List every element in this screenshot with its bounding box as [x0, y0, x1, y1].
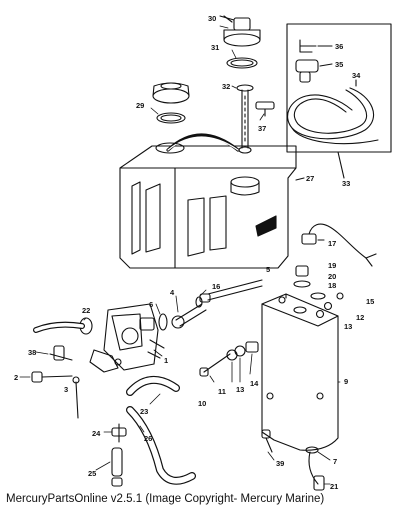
hose-connector-barb — [299, 71, 311, 83]
callout-27: 27 — [306, 174, 314, 183]
gasket-6 — [158, 313, 168, 331]
hose-connector — [295, 59, 319, 73]
callout-33: 33 — [342, 179, 350, 188]
fitting-37 — [255, 101, 275, 117]
callout-16: 16 — [212, 282, 220, 291]
callout-22: 22 — [82, 306, 90, 315]
tube-5 — [199, 279, 263, 303]
tank-cap-29 — [152, 82, 190, 104]
fittings-10-11-13-14 — [199, 341, 259, 377]
fuel-cap-30 — [219, 15, 261, 47]
callout-14: 14 — [250, 379, 259, 388]
callout-5: 5 — [266, 265, 270, 274]
o-ring-31 — [226, 57, 258, 69]
callout-13b: 13 — [236, 385, 244, 394]
fuel-tank-9 — [261, 293, 339, 451]
callout-3: 3 — [64, 385, 68, 394]
callout-38: 38 — [28, 348, 36, 357]
callout-13: 13 — [344, 322, 352, 331]
fuel-line-inset — [286, 23, 392, 179]
callout-25: 25 — [88, 469, 96, 478]
callout-17: 17 — [328, 239, 336, 248]
tube-4 — [171, 303, 207, 329]
leader-lines — [19, 25, 341, 485]
callout-6: 6 — [149, 300, 153, 309]
callout-37: 37 — [258, 124, 266, 133]
callout-15: 15 — [366, 297, 374, 306]
washer-16 — [195, 296, 203, 308]
callout-29: 29 — [136, 101, 144, 110]
callout-1: 1 — [164, 356, 168, 365]
bolt-2 — [31, 371, 73, 383]
callout-9: 9 — [344, 377, 348, 386]
callout-36: 36 — [335, 42, 343, 51]
rod-3 — [72, 376, 80, 419]
fuel-hose-loop — [287, 87, 375, 140]
callout-20: 20 — [328, 272, 336, 281]
washer-12-13 — [315, 301, 333, 319]
callout-18: 18 — [328, 281, 336, 290]
callout-labels: 30 31 32 36 35 34 29 37 27 33 17 19 20 1… — [14, 14, 374, 491]
callout-21: 21 — [330, 482, 338, 491]
pickup-tube-32 — [236, 84, 254, 154]
copyright-caption: MercuryPartsOnline v2.5.1 (Image Copyrig… — [6, 493, 325, 505]
callout-7: 7 — [333, 457, 337, 466]
hose-clip — [299, 39, 317, 53]
callout-10: 10 — [198, 399, 206, 408]
callout-23: 23 — [140, 407, 148, 416]
fuel-tank-27 — [119, 133, 297, 269]
callout-35: 35 — [335, 60, 343, 69]
inset-frame — [286, 23, 392, 153]
callout-19: 19 — [328, 261, 336, 270]
fuel-hose-loop-inner — [293, 89, 368, 134]
callout-2: 2 — [14, 373, 18, 382]
fitting-24 — [111, 423, 127, 443]
callout-12: 12 — [356, 313, 364, 322]
callout-4: 4 — [170, 288, 175, 297]
o-ring — [156, 112, 186, 124]
hose-25 — [111, 447, 123, 487]
bolt-39 — [261, 429, 273, 453]
inset-leader — [337, 151, 345, 179]
fuel-pump-1 — [89, 303, 165, 373]
callout-39: 39 — [276, 459, 284, 468]
callout-26: 26 — [144, 434, 152, 443]
callout-24: 24 — [92, 429, 101, 438]
fitting-38 — [49, 345, 73, 361]
callout-31: 31 — [211, 43, 219, 52]
fuel-hose-tail — [291, 127, 379, 145]
callout-32: 32 — [222, 82, 230, 91]
callout-11: 11 — [218, 387, 226, 396]
fitting-7-21 — [305, 446, 325, 491]
fuel-gauge-17 — [301, 223, 377, 267]
callout-30: 30 — [208, 14, 216, 23]
fittings-19-20-18 — [293, 265, 344, 300]
callout-34: 34 — [352, 71, 361, 80]
